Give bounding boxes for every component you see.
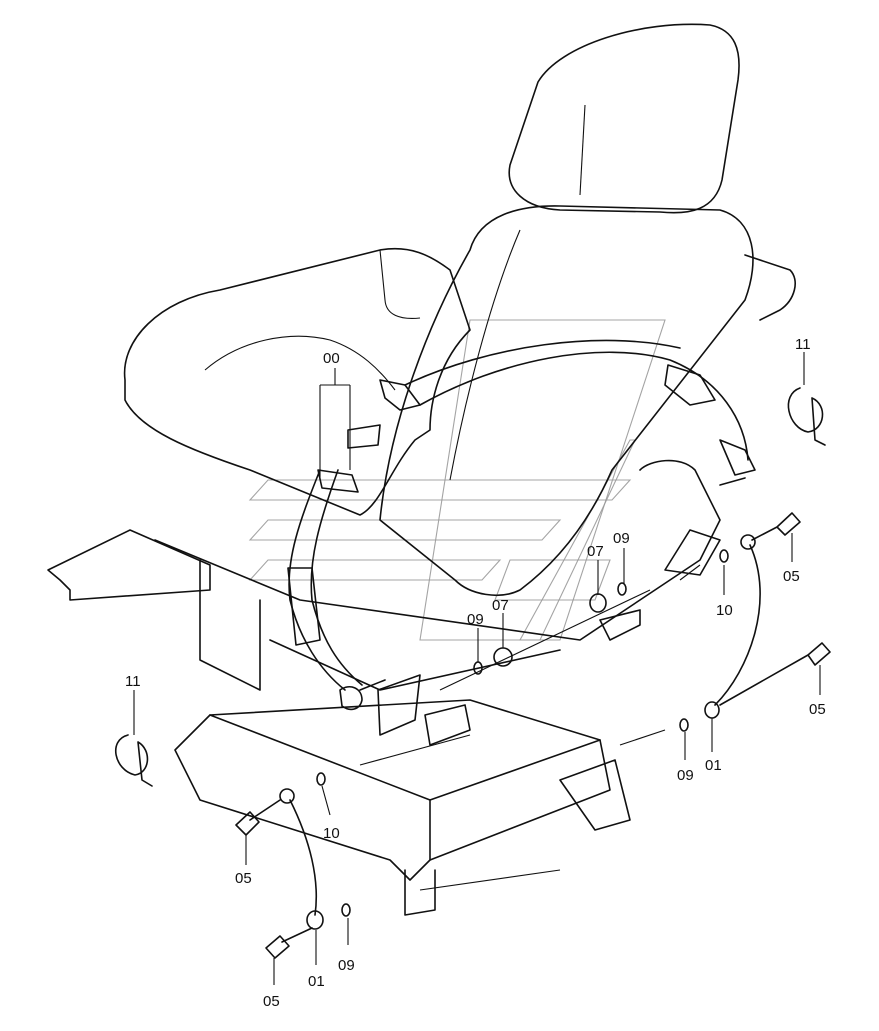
explosion-lines xyxy=(319,384,701,891)
leader-lines xyxy=(133,352,821,985)
label-washer-lower-right: 09 xyxy=(677,767,694,784)
belt-tongue xyxy=(347,424,381,449)
label-nut-lower: 07 xyxy=(492,597,509,614)
label-wire-tie-right: 11 xyxy=(795,336,811,353)
label-spring-washer-left: 10 xyxy=(323,825,340,842)
label-ground-cable-left: 01 xyxy=(308,973,325,990)
label-bolt-mid-right: 05 xyxy=(809,701,826,718)
label-bolt-bottom-left: 05 xyxy=(263,993,280,1010)
belt-buckle xyxy=(317,469,359,493)
rail-bracket xyxy=(559,759,631,831)
slide-rail xyxy=(174,699,611,881)
armrest xyxy=(744,254,796,321)
operator-seat xyxy=(47,23,796,916)
wire-tie-right-shape xyxy=(787,387,826,446)
label-seat-belt-assembly: 00 xyxy=(323,350,340,367)
seat-cushion xyxy=(123,247,471,516)
slide-rail-left xyxy=(47,529,211,601)
headrest xyxy=(508,23,740,214)
belt-sleeve xyxy=(287,567,321,646)
backrest xyxy=(379,205,754,596)
label-bolt-upper-right: 05 xyxy=(783,568,800,585)
label-wire-tie-left: 11 xyxy=(125,673,141,690)
label-ground-cable-right: 01 xyxy=(705,757,722,774)
label-washer-mid: 09 xyxy=(467,611,484,628)
retractor-anchor xyxy=(339,686,363,711)
cable-left-shape xyxy=(289,799,318,916)
label-washer-lower-left: 09 xyxy=(338,957,355,974)
label-washer-upper-right: 09 xyxy=(613,530,630,547)
label-spring-washer-right: 10 xyxy=(716,602,733,619)
part-labels: 00 11 11 07 07 09 09 09 09 10 10 05 05 0… xyxy=(125,336,826,1010)
belt-pad-right xyxy=(664,364,716,406)
bolt-l-shape xyxy=(235,799,281,836)
watermark-logo xyxy=(248,319,666,641)
bolt-mr-shape xyxy=(719,642,831,706)
seat-belt xyxy=(287,339,756,746)
label-bolt-left: 05 xyxy=(235,870,252,887)
cable-right-shape xyxy=(714,544,761,706)
wire-tie-left-shape xyxy=(114,734,153,787)
bolt-ur-shape xyxy=(751,512,801,541)
seat-base xyxy=(154,459,721,641)
bolt-bl-shape xyxy=(265,927,313,959)
hardware xyxy=(114,387,831,959)
label-nut-upper: 07 xyxy=(587,543,604,560)
nut-upper-shape xyxy=(589,593,607,613)
